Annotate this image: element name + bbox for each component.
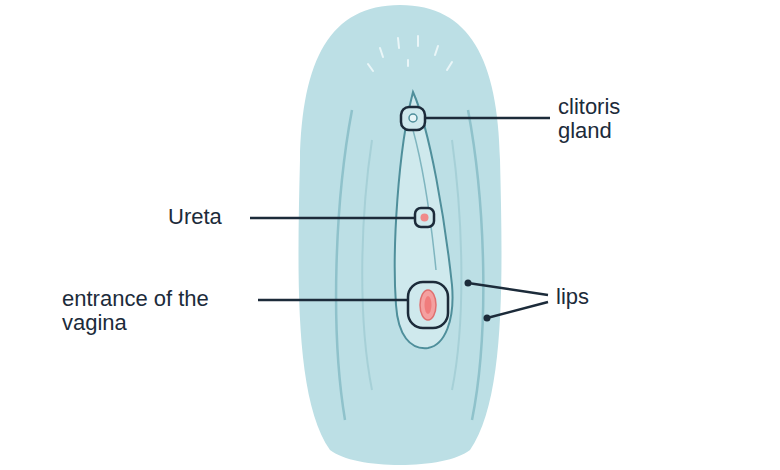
leader-dot: [484, 315, 491, 322]
part-label: entrance of the vagina: [62, 287, 252, 335]
hair-mark: [435, 46, 438, 55]
leader-line: [258, 299, 408, 302]
inner-fold: [413, 130, 436, 270]
hair-mark: [447, 62, 452, 70]
leader-line: [425, 117, 550, 120]
urethra-frame: [415, 208, 434, 227]
part-label: clitoris gland: [558, 95, 668, 143]
hair-mark: [368, 64, 373, 71]
urethra-dot: [421, 214, 429, 222]
clitoris-frame: [401, 107, 425, 130]
hair-mark: [417, 36, 419, 46]
hair-mark: [380, 48, 383, 57]
vagina-frame: [408, 282, 448, 328]
hair-mark: [407, 60, 409, 66]
leader-line: [468, 283, 548, 295]
leader-lines: [250, 118, 550, 318]
leader-line: [487, 302, 548, 318]
outer-lip-line: [468, 110, 483, 420]
leader-line: [250, 217, 415, 220]
vagina-opening-inner: [425, 296, 432, 314]
part-label: lips: [556, 285, 636, 309]
vagina-opening: [420, 290, 436, 320]
inner-lips: [395, 92, 453, 348]
outer-lip-line: [336, 110, 352, 420]
clitoris-dot: [409, 114, 417, 122]
leader-dot: [465, 280, 472, 287]
hair-mark: [398, 38, 399, 48]
outer-outline: [298, 5, 501, 465]
outer-lip-line: [452, 140, 461, 390]
outer-lip-line: [362, 140, 372, 390]
hair-marks: [368, 36, 452, 71]
part-label: Ureta: [168, 205, 248, 229]
